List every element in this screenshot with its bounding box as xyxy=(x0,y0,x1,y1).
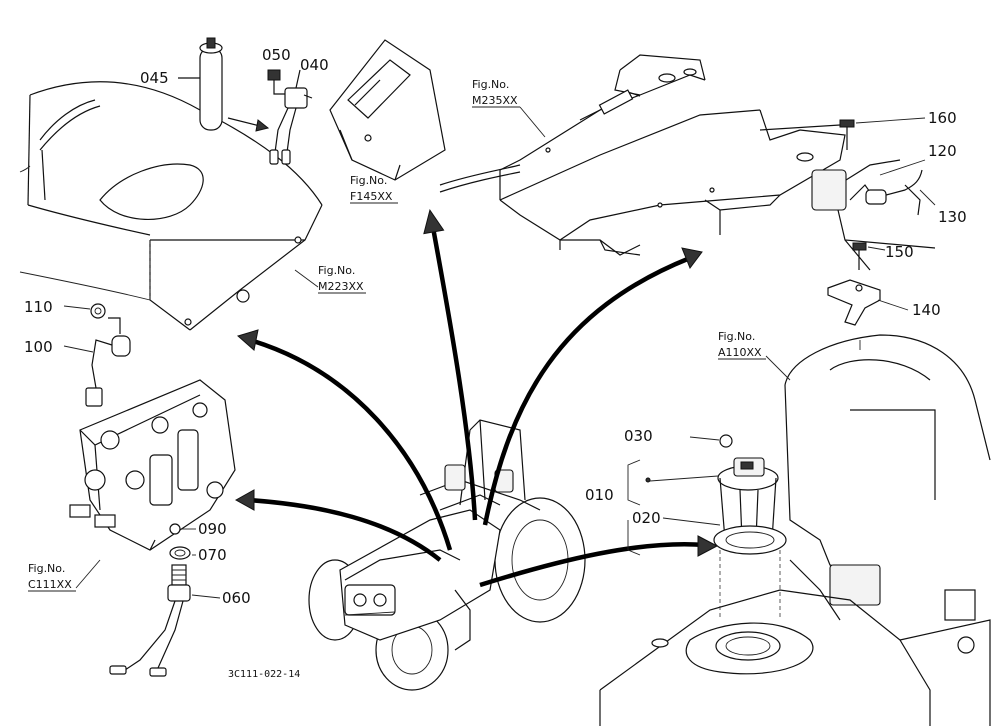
callout-100: 100 xyxy=(24,338,53,356)
callout-060: 060 xyxy=(222,589,251,607)
document-id: 3C111-022-14 xyxy=(228,669,300,680)
callout-045: 045 xyxy=(140,69,169,87)
callout-140: 140 xyxy=(912,301,941,319)
fender-panel-group xyxy=(19,81,323,331)
figref-label-m235: Fig.No. xyxy=(472,78,509,91)
figref-code-m235: M235XX xyxy=(472,94,518,107)
figref-code-c111: C111XX xyxy=(28,578,72,591)
parts-060-090-group xyxy=(109,523,221,677)
callout-030: 030 xyxy=(624,427,653,445)
parts-100-110-group xyxy=(63,303,131,407)
callout-010: 010 xyxy=(585,486,614,504)
callout-160: 160 xyxy=(928,109,957,127)
figref-label-m223: Fig.No. xyxy=(318,264,355,277)
part-045-tube xyxy=(178,37,223,131)
figref-code-f145: F145XX xyxy=(350,190,393,203)
callout-110: 110 xyxy=(24,298,53,316)
figref-code-a110: A110XX xyxy=(718,346,762,359)
callout-050: 050 xyxy=(262,46,291,64)
fuel-pump-group xyxy=(627,434,787,620)
tractor-group xyxy=(308,419,586,691)
callout-040: 040 xyxy=(300,56,329,74)
part-040-switch xyxy=(267,69,313,165)
callout-150: 150 xyxy=(885,243,914,261)
callout-070: 070 xyxy=(198,546,227,564)
tank-a110-group xyxy=(599,334,991,726)
figref-code-m223: M223XX xyxy=(318,280,364,293)
direction-arrow-head xyxy=(255,119,270,132)
pointer-arrows xyxy=(234,208,719,588)
callout-020: 020 xyxy=(632,509,661,527)
bracket-f145-group xyxy=(329,39,446,181)
callout-090: 090 xyxy=(198,520,227,538)
frame-m235-group xyxy=(439,54,846,256)
figref-label-c111: Fig.No. xyxy=(28,562,65,575)
valve-c111-group xyxy=(69,379,236,551)
callout-120: 120 xyxy=(928,142,957,160)
figref-label-f145: Fig.No. xyxy=(350,174,387,187)
callout-130: 130 xyxy=(938,208,967,226)
figref-label-a110: Fig.No. xyxy=(718,330,755,343)
parts-120-160-group xyxy=(811,117,936,326)
